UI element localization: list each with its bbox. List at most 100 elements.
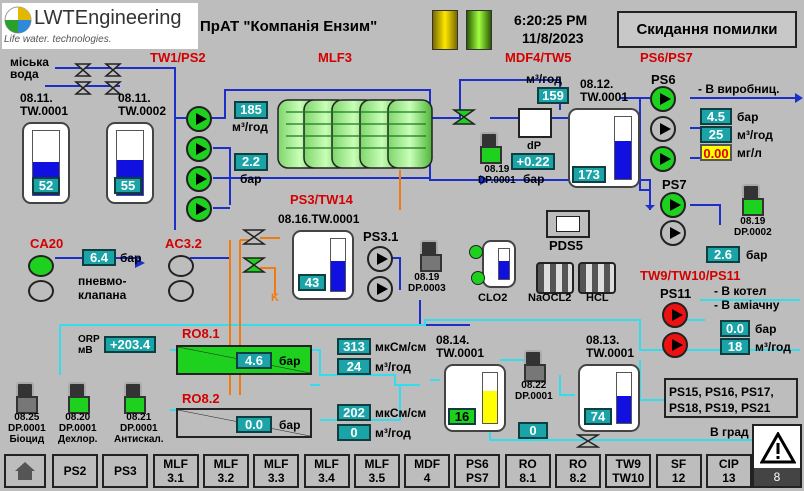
sensor-dp0002-icon[interactable]	[742, 184, 764, 216]
tank-tw5-label: 08.12. TW.0001	[580, 77, 629, 104]
dp-label: dP	[527, 140, 542, 152]
section-mlf3: MLF3	[318, 50, 352, 65]
mlf3-filters-icon[interactable]	[276, 92, 436, 174]
pump-ps7-1-icon[interactable]	[660, 192, 686, 218]
ps11-label: PS11	[660, 286, 692, 301]
sensor-0822-value: 0	[518, 422, 548, 439]
tw13-outlet-valve-icon[interactable]	[576, 433, 600, 449]
mdf4-valve-icon[interactable]	[452, 108, 476, 126]
clo2-pump-1-icon[interactable]	[469, 245, 483, 259]
green-status-lamp-icon	[466, 10, 492, 50]
sensor-biocide-label: 08.25 DP.0001 Біоцид	[8, 412, 46, 445]
ps11-pressure-value: 0.0	[720, 320, 750, 337]
ro81-flow-unit: м³/год	[375, 360, 411, 374]
sensor-dp0001-icon[interactable]	[480, 132, 502, 164]
pump-ps2-4-icon[interactable]	[186, 196, 212, 222]
ca20-pressure-unit: бар	[120, 251, 142, 265]
mdf4-flow-value: 159	[537, 87, 569, 104]
sensor-biocide-icon[interactable]	[16, 382, 38, 414]
sensor-antiscal-icon[interactable]	[124, 382, 146, 414]
nav-button-sf-12[interactable]: SF 12	[655, 454, 702, 488]
nav-button-ro-8.2[interactable]: RO 8.2	[555, 454, 601, 488]
pump-ps31-2-icon[interactable]	[367, 276, 393, 302]
tw14-valves-icon[interactable]	[242, 228, 266, 276]
compressor-ac32-2-icon[interactable]	[168, 280, 194, 302]
logo-panel: LWTEngineering Life water. technologies.	[2, 3, 198, 49]
tank-tw13-level: 74	[584, 408, 612, 425]
pump-ps2-3-icon[interactable]	[186, 166, 212, 192]
pump-ps11-1-icon[interactable]	[662, 302, 688, 328]
compressor-ca20-2-icon[interactable]	[28, 280, 54, 302]
pds5-label: PDS5	[549, 238, 583, 253]
ro82-conductivity-unit: мкСм/см	[375, 406, 427, 420]
hcl-tank-icon[interactable]	[578, 262, 616, 294]
inlet-valves-icon[interactable]	[70, 62, 130, 96]
nav-button-mlf-3.3[interactable]: MLF 3.3	[253, 454, 300, 488]
ps2-flow-unit: м³/год	[232, 120, 268, 134]
tank-tw5[interactable]	[568, 108, 640, 188]
ps2-flow-value: 185	[234, 101, 268, 119]
alarm-button[interactable]: 8	[752, 424, 802, 488]
home-button[interactable]	[4, 454, 46, 488]
tank-tw10-label: 08.14. TW.0001	[436, 333, 485, 360]
to-ammonia-label: - В аміачну	[714, 298, 780, 312]
pump-ps11-2-icon[interactable]	[662, 332, 688, 358]
nav-button-mlf-3.5[interactable]: MLF 3.5	[353, 454, 400, 488]
pump-ps6-1-icon[interactable]	[650, 86, 676, 112]
ps31-label: PS3.1	[363, 229, 399, 244]
orp-value: +203.4	[104, 336, 156, 353]
ps7-label: PS7	[662, 177, 687, 192]
ps6-label: PS6	[651, 72, 676, 87]
nav-button-ps2[interactable]: PS2	[52, 454, 98, 488]
nav-button-ps6-ps7[interactable]: PS6 PS7	[454, 454, 501, 488]
pneumo-valve-label: пневмо- клапана	[78, 274, 127, 302]
nav-button-mdf-4[interactable]: MDF 4	[404, 454, 451, 488]
nav-button-tw9-tw10[interactable]: TW9 TW10	[605, 454, 652, 488]
compressor-ac32-1-icon[interactable]	[168, 255, 194, 277]
nav-button-cip-13[interactable]: CIP 13	[705, 454, 752, 488]
pump-ps31-1-icon[interactable]	[367, 246, 393, 272]
sensor-0822-icon[interactable]	[524, 350, 546, 382]
section-ps6-ps7: PS6/PS7	[640, 50, 693, 65]
sensor-dp0001-label: 08.19 DP.0001	[478, 164, 516, 186]
pump-ps6-3-icon[interactable]	[650, 146, 676, 172]
ps2-pressure-value: 2.2	[234, 153, 268, 171]
ps-list-box[interactable]: PS15, PS16, PS17, PS18, PS19, PS21	[664, 378, 798, 418]
ro82-flow-value: 0	[337, 424, 371, 441]
nav-button-mlf-3.2[interactable]: MLF 3.2	[202, 454, 249, 488]
nav-button-mlf-3.1[interactable]: MLF 3.1	[152, 454, 199, 488]
mdf4-filter-icon[interactable]	[518, 108, 552, 138]
tank-tw14-label: 08.16.TW.0001	[278, 212, 360, 226]
ps6-pressure-value: 4.5	[700, 108, 732, 125]
nav-button-ps3[interactable]: PS3	[102, 454, 149, 488]
pump-ps7-2-icon[interactable]	[660, 220, 686, 246]
section-mdf4-tw5: MDF4/TW5	[505, 50, 572, 65]
ps6-flow-unit: м³/год	[737, 128, 773, 142]
nav-button-ro-8.1[interactable]: RO 8.1	[504, 454, 551, 488]
compressor-ca20-1-icon[interactable]	[28, 255, 54, 277]
tank-tw14-level: 43	[298, 274, 326, 291]
ro82-conductivity-value: 202	[337, 404, 371, 421]
sensor-antiscal-label: 08.21 DP.0001 Антискал.	[114, 412, 164, 445]
pds5-display-icon[interactable]	[546, 210, 590, 238]
sensor-dp0003-label: 08.19 DP.0003	[408, 272, 446, 294]
nav-button-mlf-3.4[interactable]: MLF 3.4	[303, 454, 350, 488]
home-icon	[15, 462, 35, 480]
mdf4-flow-unit: м³/год	[526, 72, 562, 86]
sensor-dechlor-icon[interactable]	[68, 382, 90, 414]
pump-ps6-2-icon[interactable]	[650, 116, 676, 142]
section-tw9-tw10-ps11: TW9/TW10/PS11	[640, 268, 741, 283]
warning-triangle-icon	[760, 432, 796, 464]
clo2-pump-2-icon[interactable]	[471, 271, 485, 285]
mdf4-dp-unit: бар	[523, 172, 545, 186]
clo2-tank[interactable]	[482, 240, 516, 288]
ps7-pressure-value: 2.6	[706, 246, 740, 263]
pump-ps2-1-icon[interactable]	[186, 106, 212, 132]
tank-tw0001-level: 52	[32, 177, 60, 194]
sensor-dp0003-icon[interactable]	[420, 240, 442, 272]
reset-error-button[interactable]: Скидання помилки	[617, 11, 797, 48]
pump-ps2-2-icon[interactable]	[186, 136, 212, 162]
naocl2-tank-icon[interactable]	[536, 262, 574, 294]
